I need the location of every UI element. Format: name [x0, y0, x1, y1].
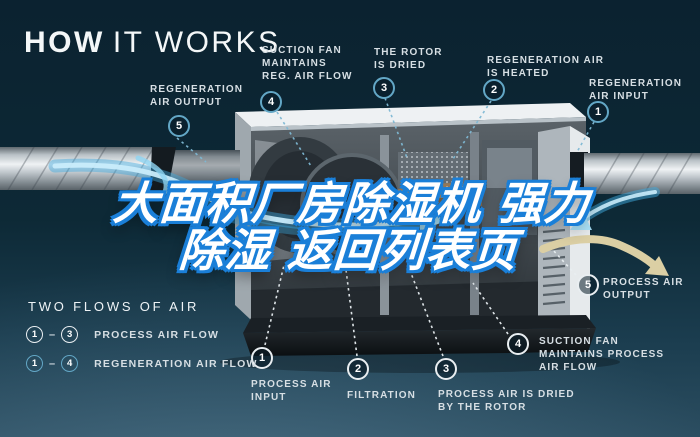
- callout-number-4-top: 4: [260, 91, 282, 113]
- callout-label-suction-fan-reg: SUCTION FAN MAINTAINS REG. AIR FLOW: [262, 45, 353, 83]
- callout-label-process-air-input: PROCESS AIR INPUT: [251, 379, 332, 404]
- callout-number-4-bottom: 4: [507, 333, 529, 355]
- legend-heading: TWO FLOWS OF AIR: [28, 299, 200, 314]
- callout-label-process-air-dried: PROCESS AIR IS DRIED BY THE ROTOR: [438, 389, 575, 414]
- callout-label-filtration: FILTRATION: [347, 390, 416, 401]
- right-duct: [570, 152, 700, 196]
- callout-number-2-bottom: 2: [347, 358, 369, 380]
- title-bold: HOW: [24, 26, 105, 59]
- callout-number-3-top: 3: [373, 77, 395, 99]
- legend-label-process-air-flow: PROCESS AIR FLOW: [94, 328, 220, 341]
- callout-number-3-bottom: 3: [435, 358, 457, 380]
- legend-label-regeneration-air-flow: REGENERATION AIR FLOW: [94, 357, 258, 370]
- callout-number-5-top: 5: [168, 115, 190, 137]
- legend-circle-to-3: 3: [61, 326, 79, 343]
- legend-row-process-air: 1 – 3 PROCESS AIR FLOW: [26, 326, 219, 343]
- callout-label-regeneration-air-heated: REGENERATION AIR IS HEATED: [487, 55, 605, 80]
- callout-label-suction-fan-process: SUCTION FAN MAINTAINS PROCESS AIR FLOW: [539, 336, 665, 374]
- legend-range-dash: –: [49, 357, 56, 370]
- callout-number-5-bottom: 5: [577, 274, 599, 296]
- callout-number-1-top: 1: [587, 101, 609, 123]
- moist-air-arrow: [539, 235, 669, 276]
- chinese-watermark-headline: 大面积厂房除湿机 强力 除湿 返回列表页: [0, 177, 700, 278]
- callout-label-regeneration-air-input: REGENERATION AIR INPUT: [589, 78, 683, 103]
- legend-range-dash: –: [49, 328, 56, 341]
- legend-circle-to-4: 4: [61, 355, 79, 372]
- legend-row-regeneration-air: 1 – 4 REGENERATION AIR FLOW: [26, 355, 258, 372]
- headline-line-1: 大面积厂房除湿机 强力: [111, 177, 592, 230]
- headline-line-2: 除湿 返回列表页: [177, 224, 520, 278]
- legend-circle-from-1: 1: [26, 326, 43, 343]
- callout-number-1-bottom: 1: [251, 347, 273, 369]
- callout-label-rotor-is-dried: THE ROTOR IS DRIED: [374, 47, 443, 72]
- callout-number-2-top: 2: [483, 79, 505, 101]
- callout-label-regeneration-air-output: REGENERATION AIR OUTPUT: [150, 84, 244, 109]
- airflow-arrows: [48, 155, 660, 237]
- title-light: IT WORKS: [112, 26, 281, 59]
- legend-circle-from-1: 1: [26, 355, 43, 372]
- callout-label-process-air-output: PROCESS AIR OUTPUT: [603, 277, 684, 302]
